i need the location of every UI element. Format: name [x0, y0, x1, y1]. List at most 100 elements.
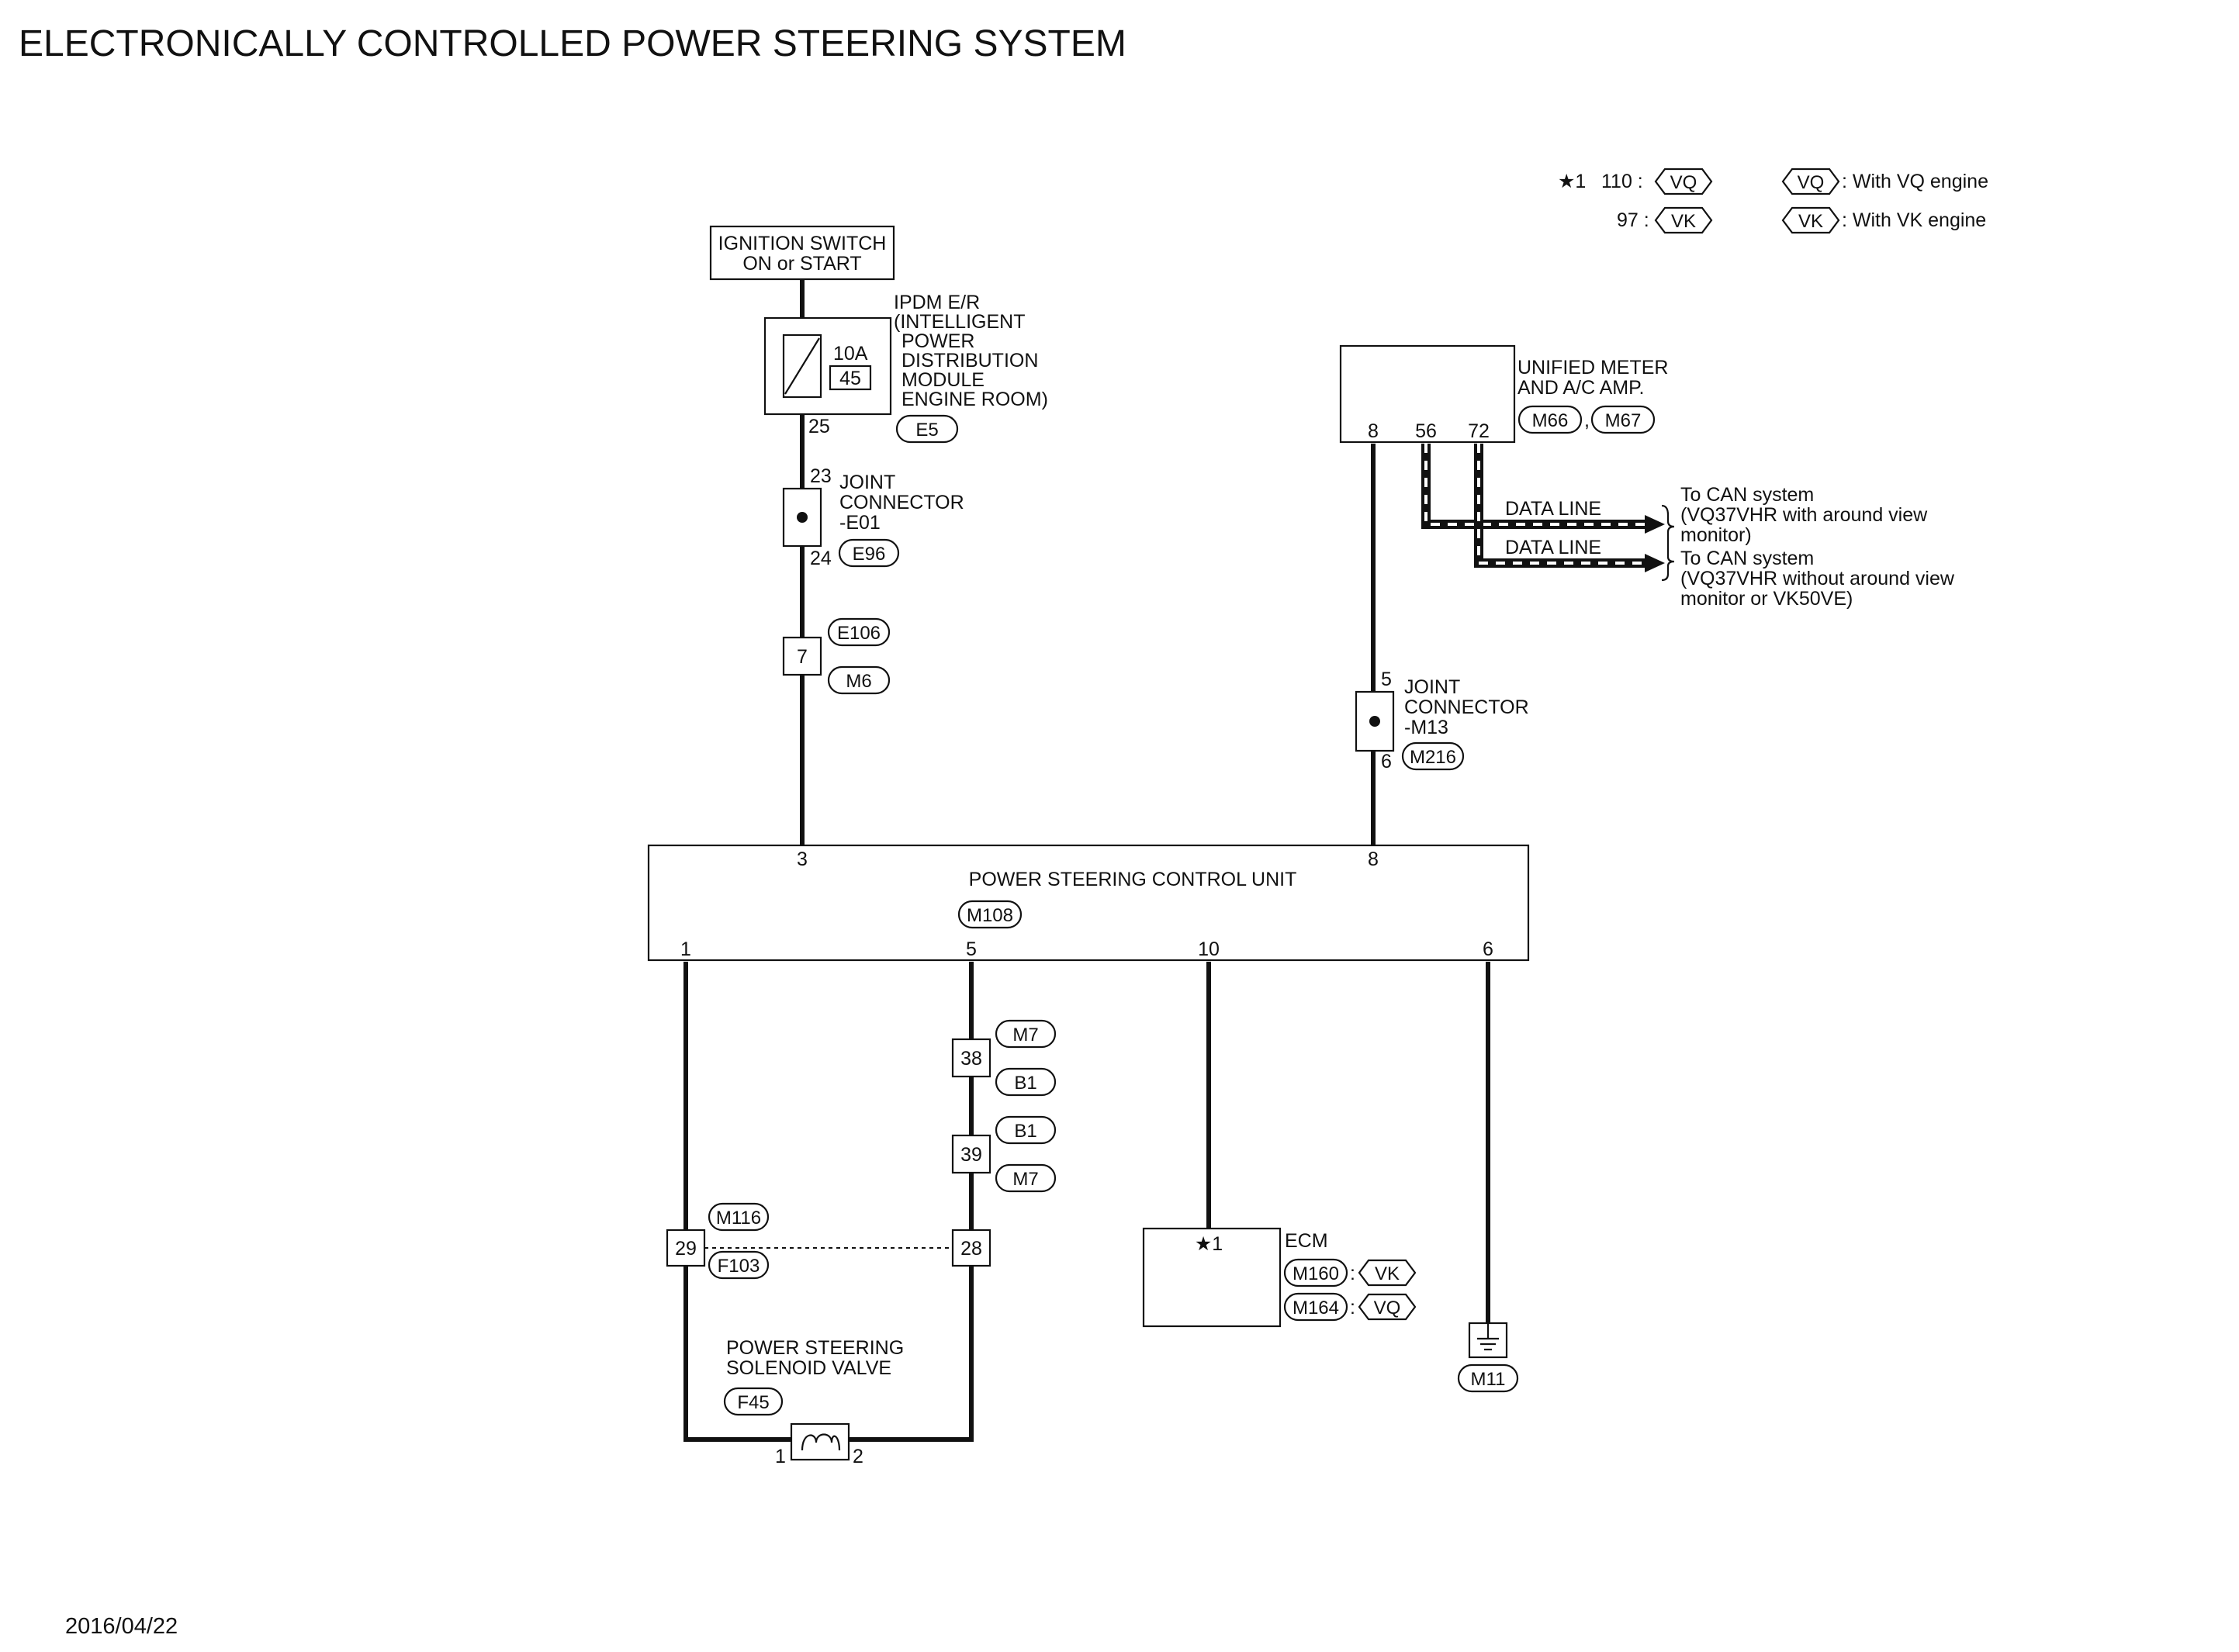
pscu-pin-10: 10: [1198, 938, 1220, 960]
data-line-1-label: DATA LINE: [1505, 498, 1601, 520]
power-steering-control-unit: 3 8 POWER STEERING CONTROL UNIT M108 1 5…: [647, 844, 1530, 962]
inline-connector-38: 38 M7 B1: [951, 1019, 1057, 1097]
legend-vk-pin: 97 :: [1617, 209, 1649, 231]
solenoid-label-line2: SOLENOID VALVE: [726, 1357, 891, 1379]
joint-e01-label-line2: CONNECTOR: [839, 492, 964, 513]
data-line-2-label: DATA LINE: [1505, 537, 1601, 558]
fuse-amperage: 10A: [833, 343, 868, 365]
legend-vk-tag: [1654, 206, 1713, 234]
can-target-1-line1: To CAN system: [1680, 484, 1814, 506]
solenoid-pin-2: 2: [853, 1446, 863, 1467]
inline-39-pin: 39: [960, 1144, 982, 1166]
ecm-connector-label-1: M160: [1293, 1263, 1339, 1284]
unified-meter-box: [1339, 344, 1516, 444]
inline-7-top-tag: [827, 617, 891, 647]
ipdm-label-line2: (INTELLIGENT: [894, 311, 1025, 333]
solenoid-connector-label: F45: [737, 1392, 769, 1413]
data-line-1-inner: [1424, 444, 1646, 526]
ipdm-connector-tag: [895, 414, 959, 444]
inline-7-top-label: E106: [837, 623, 881, 644]
legend-vk-key: [1781, 206, 1840, 234]
inline-7-bottom-label: M6: [846, 671, 871, 692]
date-stamp: 2016/04/22: [65, 1614, 178, 1639]
inline-38-bottom-label: B1: [1014, 1073, 1036, 1094]
power-steering-solenoid-valve: POWER STEERING SOLENOID VALVE F45 1 2: [723, 1337, 904, 1467]
joint-e01-pin-24: 24: [810, 548, 832, 569]
meter-connector-comma: ,: [1584, 410, 1590, 431]
inline-39-box: [951, 1134, 991, 1174]
ignition-switch-box: [709, 225, 895, 281]
meter-pin-56: 56: [1415, 420, 1437, 442]
joint-m13-label-line1: JOINT: [1404, 676, 1460, 698]
meter-connector-tag-2: [1590, 405, 1656, 434]
engine-legend: ★1 110 : 97 : VQ VK VQ VK : With VQ engi…: [1558, 168, 1988, 234]
ipdm-label-line5: MODULE: [901, 369, 985, 391]
joint-e01-pin-23: 23: [810, 465, 832, 487]
unified-meter-label-line1: UNIFIED METER: [1517, 357, 1668, 378]
joint-m13-pin-6: 6: [1381, 751, 1392, 772]
legend-vk-key-label: VK: [1798, 211, 1823, 232]
pscu-box: [647, 844, 1530, 962]
legend-vk-description: : With VK engine: [1842, 209, 1986, 231]
inline-connector-7: 7 E106 M6: [782, 617, 891, 695]
fuse-element: [784, 337, 820, 395]
ecm-name: ECM: [1285, 1230, 1328, 1252]
wire-inline-28-to-solenoid: [849, 1266, 974, 1442]
can-brace-1: [1661, 504, 1675, 541]
joint-connector-e01: 23 24 JOINT CONNECTOR -E01 E96: [782, 465, 964, 569]
inline-39-top-tag: [995, 1115, 1057, 1145]
legend-vq-pin: 110 :: [1601, 171, 1643, 192]
pscu-pin-8: 8: [1368, 848, 1379, 870]
joint-m13-label-line3: -M13: [1404, 717, 1448, 738]
joint-e01-node: [797, 512, 808, 523]
joint-e01-connector-tag: [838, 538, 900, 568]
inline-38-pin: 38: [960, 1048, 982, 1070]
data-line-2-inner: [1477, 444, 1646, 565]
ecm-engine-label-2: VQ: [1374, 1298, 1401, 1318]
ecm: ★1 ECM M160 : VK M164 : VQ: [1142, 1227, 1417, 1328]
inline-29-top-tag: [708, 1202, 770, 1232]
ipdm-pin-25: 25: [808, 416, 830, 437]
inline-39-bottom-tag: [995, 1163, 1057, 1193]
legend-vq-key-label: VQ: [1798, 172, 1825, 193]
inline-38-bottom-tag: [995, 1067, 1057, 1097]
inline-38-top-label: M7: [1012, 1025, 1038, 1045]
unified-meter: UNIFIED METER AND A/C AMP. 8 56 72 M66 ,…: [1339, 344, 1668, 444]
inline-39-top-label: B1: [1014, 1121, 1036, 1142]
inline-28-box: [951, 1229, 991, 1267]
pscu-connector-tag: [957, 900, 1023, 929]
ground-connector-tag: [1457, 1363, 1519, 1393]
ecm-engine-tag-2: [1358, 1293, 1417, 1321]
can-target-1-line3: monitor): [1680, 524, 1752, 546]
joint-m13-node: [1369, 716, 1380, 727]
ecm-connector-tag-2: [1283, 1292, 1348, 1322]
ground-m11: M11: [1457, 1322, 1519, 1393]
can-target-2-line1: To CAN system: [1680, 548, 1814, 569]
ignition-switch-state: ON or START: [742, 253, 861, 275]
legend-vk-tag-label: VK: [1671, 211, 1696, 232]
ecm-connector-label-2: M164: [1293, 1298, 1339, 1318]
data-lines: DATA LINE DATA LINE To CAN system (VQ37V…: [1421, 444, 1955, 610]
can-target-2-line3: monitor or VK50VE): [1680, 588, 1853, 610]
ecm-star-mark: ★1: [1195, 1233, 1223, 1255]
ecm-sep-2: :: [1350, 1297, 1355, 1318]
ipdm-label-line1: IPDM E/R: [894, 292, 980, 313]
joint-connector-m13: 5 6 JOINT CONNECTOR -M13 M216: [1355, 669, 1529, 772]
inline-connector-28: 28: [951, 1229, 991, 1267]
solenoid-pin-1: 1: [775, 1446, 786, 1467]
pscu-connector-label: M108: [967, 905, 1013, 926]
joint-e01-label-line1: JOINT: [839, 472, 895, 493]
ecm-sep-1: :: [1350, 1263, 1355, 1284]
fuse-number-box: [829, 365, 872, 391]
solenoid-box: [790, 1422, 850, 1461]
wire-inline-29-to-solenoid: [683, 1266, 791, 1442]
pscu-name: POWER STEERING CONTROL UNIT: [969, 869, 1297, 890]
inline-29-pin: 29: [675, 1238, 697, 1260]
ipdm-er: 10A 45 IPDM E/R (INTELLIGENT POWER DISTR…: [763, 292, 1048, 444]
legend-vq-tag-label: VQ: [1670, 172, 1697, 193]
pscu-pin-6: 6: [1483, 938, 1493, 960]
unified-meter-label-line2: AND A/C AMP.: [1517, 377, 1645, 399]
ecm-box: [1142, 1227, 1282, 1328]
data-line-1-arrow: [1645, 515, 1665, 534]
